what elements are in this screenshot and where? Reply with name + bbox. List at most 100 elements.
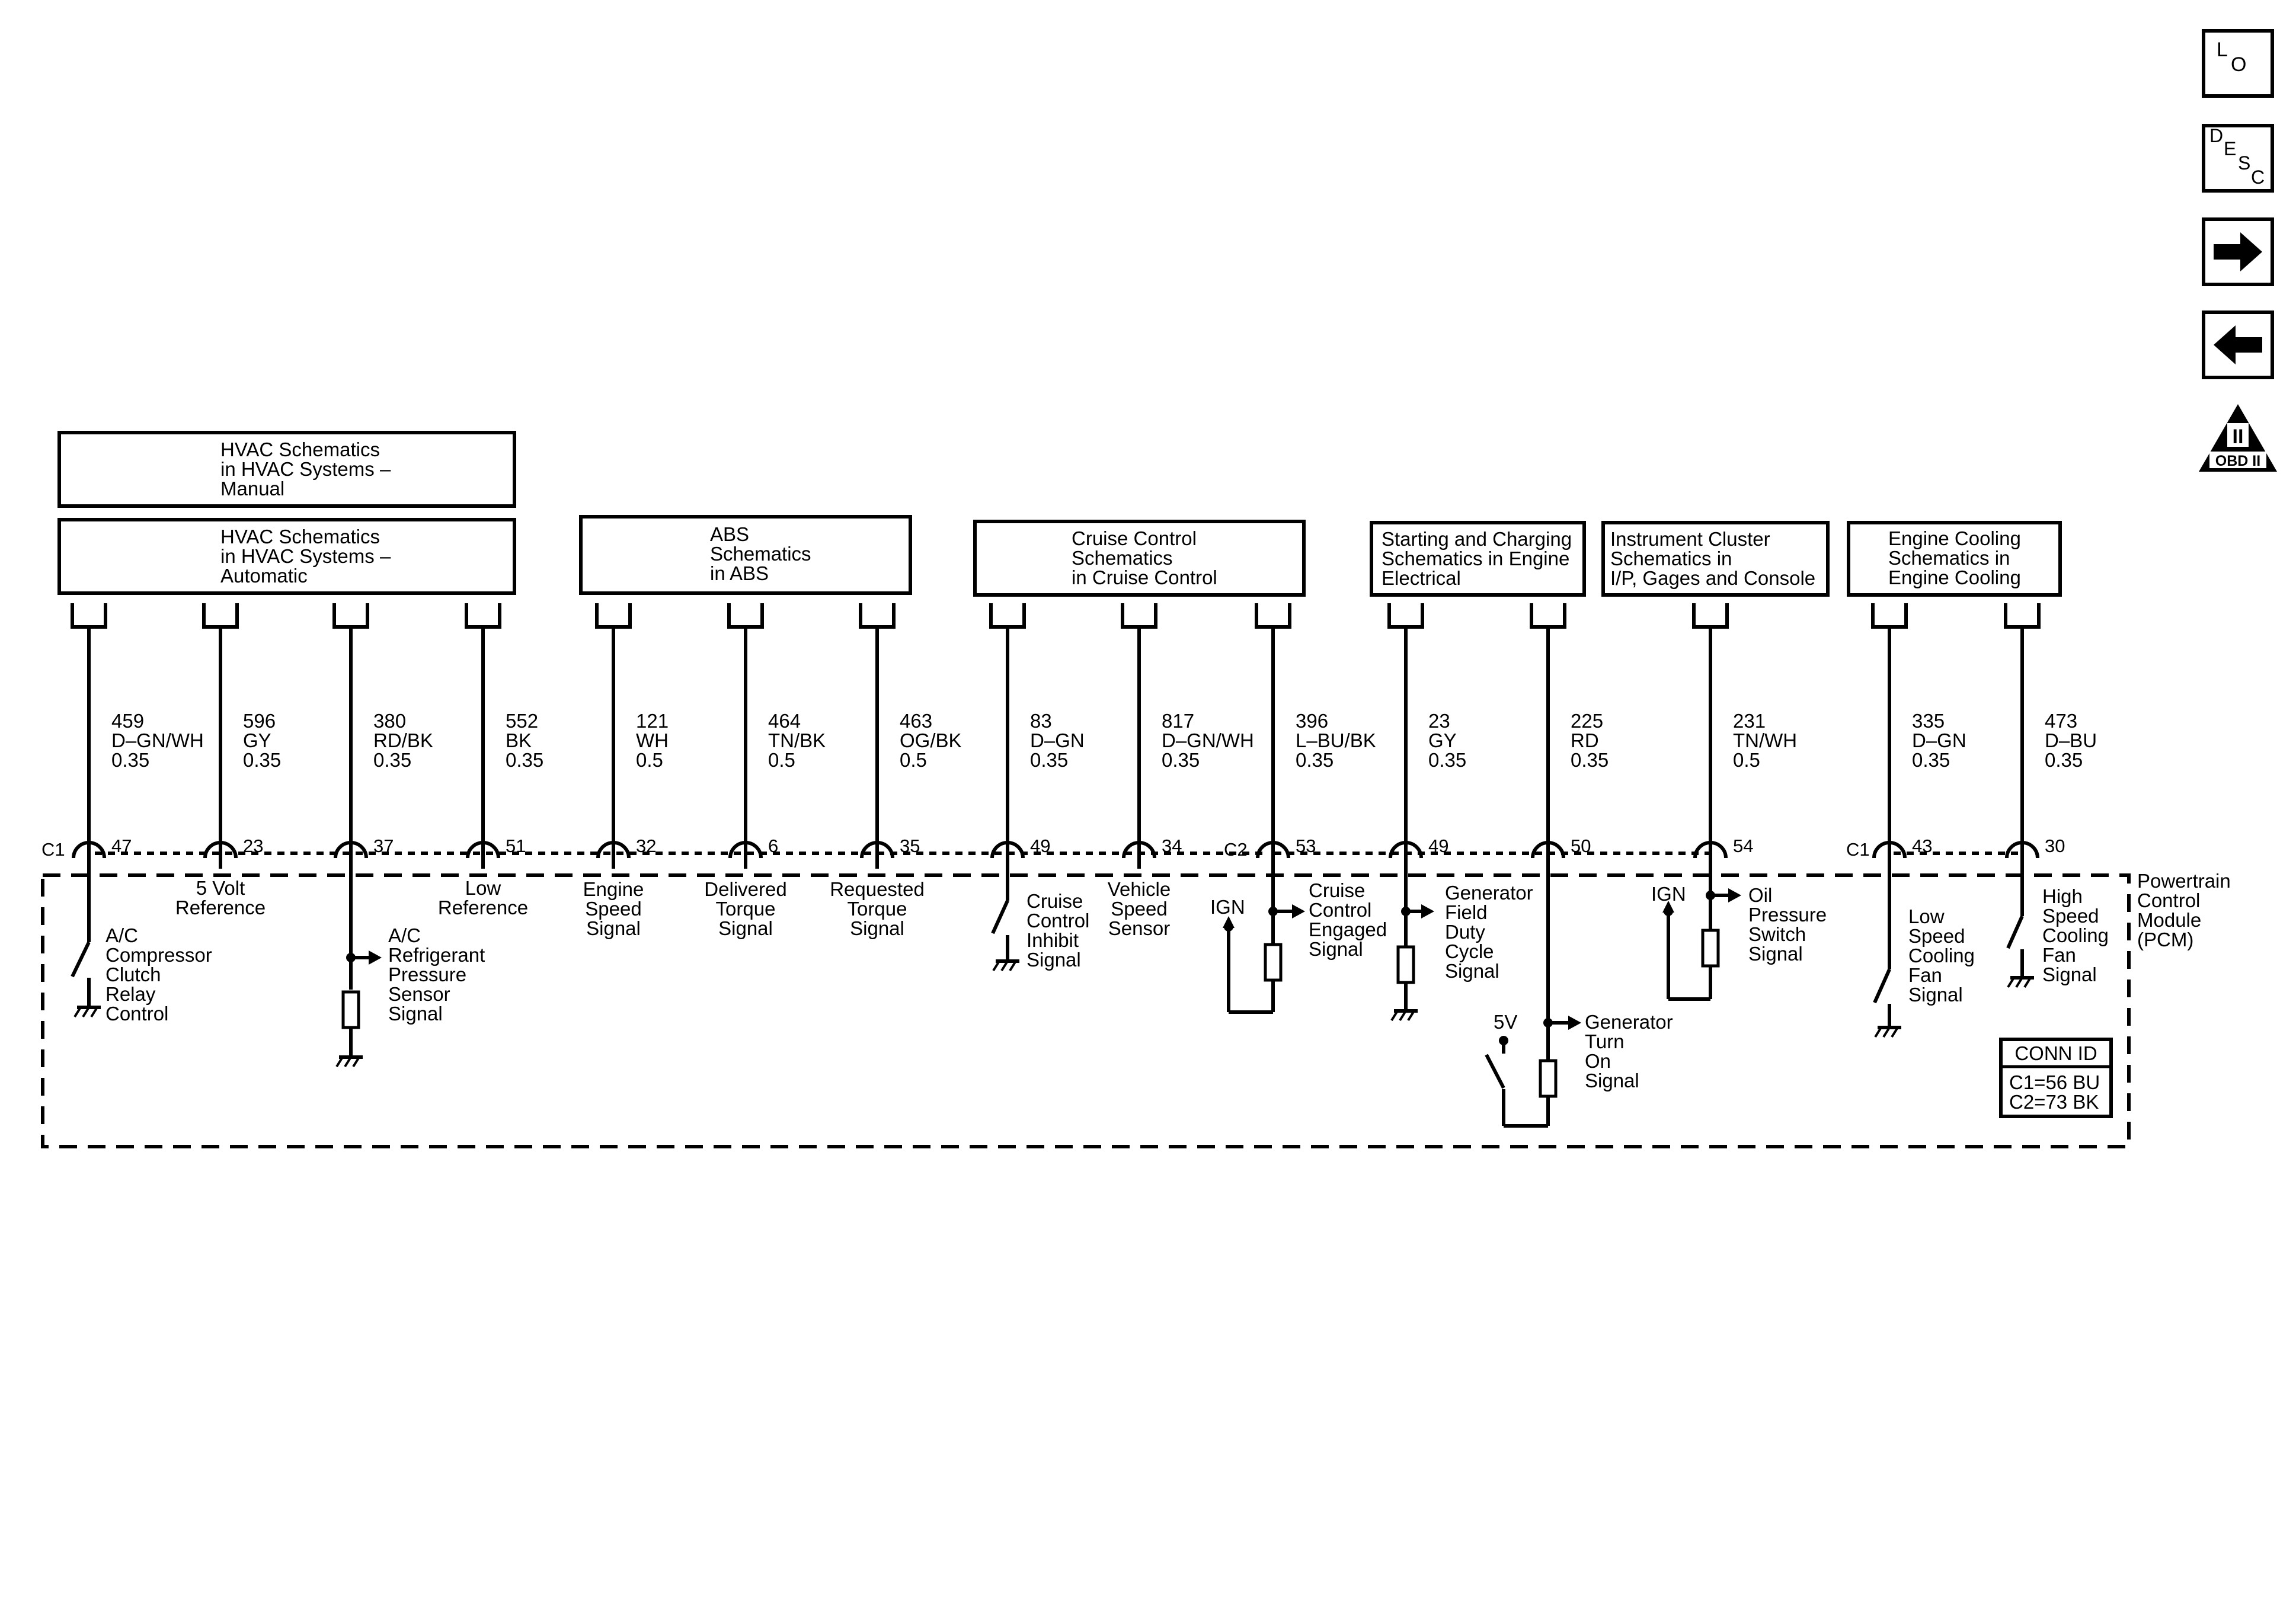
wire-size: 0.35 <box>2045 749 2083 771</box>
wire-size: 0.35 <box>1571 749 1609 771</box>
signal-label: Signal <box>1585 1070 1639 1092</box>
pin-number: 51 <box>506 836 526 856</box>
conn-id-row: C1=56 BU <box>2009 1071 2100 1093</box>
harness-terminal <box>1692 603 1729 629</box>
wire-size: 0.35 <box>111 749 149 771</box>
desc-button[interactable]: D E S C <box>2202 124 2274 193</box>
signal-label: Speed <box>1908 925 1965 947</box>
circuits: 459D–GN/WH0.3547A/CCompressorClutchRelay… <box>71 603 2109 1092</box>
signal-label: Torque <box>848 898 907 920</box>
box-hvac-manual[interactable]: HVAC Schematics in HVAC Systems – Manual <box>57 431 516 508</box>
signal-label: 5 Volt <box>196 877 245 899</box>
desc-char-c: C <box>2251 167 2265 188</box>
box-line: in ABS <box>710 562 769 584</box>
wire-color: TN/BK <box>768 729 826 751</box>
conn-id-table: CONN ID C1=56 BU C2=73 BK <box>1999 1038 2113 1118</box>
pin-number: 54 <box>1733 836 1753 856</box>
wire-color: L–BU/BK <box>1296 729 1376 751</box>
wire-circuit: 83 <box>1030 710 1052 732</box>
wire-size: 0.35 <box>243 749 281 771</box>
harness-terminal <box>202 603 239 629</box>
signal-label: A/C <box>388 924 421 946</box>
lo-button[interactable]: L O <box>2202 29 2274 98</box>
pin-number: 32 <box>636 836 656 856</box>
signal-label: Signal <box>1309 938 1363 960</box>
box-line: Schematics in <box>1888 547 2010 569</box>
box-engine-cooling[interactable]: Engine Cooling Schematics in Engine Cool… <box>1847 521 2062 597</box>
pin-number: 49 <box>1428 836 1448 856</box>
signal-label: Switch <box>1748 923 1806 945</box>
signal-label: Clutch <box>105 964 161 985</box>
back-button[interactable] <box>2202 311 2274 379</box>
box-line: in Cruise Control <box>1072 566 1217 588</box>
signal-label: Cooling <box>2042 924 2109 946</box>
wire-circuit: 225 <box>1571 710 1603 732</box>
pcm-line: Module <box>2137 909 2201 931</box>
box-line: Instrument Cluster <box>1610 528 1770 550</box>
wire-circuit: 23 <box>1428 710 1450 732</box>
pin-number: 53 <box>1296 836 1316 856</box>
signal-label: Generator <box>1585 1011 1673 1033</box>
box-line: Engine Cooling <box>1888 527 2021 549</box>
signal-label: Oil <box>1748 884 1772 906</box>
wire-circuit: 396 <box>1296 710 1328 732</box>
signal-label: On <box>1585 1050 1611 1072</box>
desc-char-d: D <box>2209 125 2223 146</box>
box-hvac-automatic[interactable]: HVAC Schematics in HVAC Systems – Automa… <box>57 518 516 595</box>
wire-size: 0.35 <box>1030 749 1068 771</box>
pcm-line: Control <box>2137 889 2200 911</box>
connector-c1b-label: C1 <box>1846 839 1870 860</box>
signal-label: Control <box>1309 899 1371 921</box>
generator-turn-on-symbol: 5V <box>1485 869 1581 1128</box>
signal-label: Fan <box>2042 944 2076 966</box>
signal-label: Cruise <box>1309 879 1365 901</box>
harness-terminal <box>71 603 107 629</box>
obd-ii-button[interactable]: II OBD II <box>2199 404 2277 472</box>
signal-label: Control <box>1027 910 1089 932</box>
wire-size: 0.5 <box>636 749 663 771</box>
desc-char-s: S <box>2238 152 2250 174</box>
box-instrument-cluster[interactable]: Instrument Cluster Schematics in I/P, Ga… <box>1601 521 1830 597</box>
box-line: Schematics in <box>1610 548 1732 569</box>
wire-size: 0.5 <box>1733 749 1760 771</box>
harness-terminal <box>989 603 1026 629</box>
ign-label-2: IGN <box>1651 883 1686 905</box>
circuit-459[interactable]: 459D–GN/WH0.3547A/CCompressorClutchRelay… <box>71 603 212 1025</box>
wire-color: D–GN/WH <box>111 729 204 751</box>
signal-label: Signal <box>1445 960 1499 982</box>
signal-label: Torque <box>716 898 776 920</box>
oil-pressure-pullup-symbol: IGN <box>1651 869 1741 1001</box>
box-line: ABS <box>710 523 749 545</box>
signal-label: Speed <box>1111 898 1167 920</box>
forward-button[interactable] <box>2202 217 2274 286</box>
harness-terminal <box>1121 603 1157 629</box>
box-cruise-control[interactable]: Cruise Control Schematics in Cruise Cont… <box>973 520 1306 597</box>
signal-label: Speed <box>585 898 641 920</box>
signal-label: Signal <box>388 1003 443 1025</box>
signal-label: Sensor <box>1108 917 1171 939</box>
harness-terminal <box>2004 603 2041 629</box>
signal-label: Delivered <box>704 878 786 900</box>
circuit-396[interactable]: 396L–BU/BK0.3553CruiseControlEngagedSign… <box>1255 603 1387 960</box>
signal-label: Fan <box>1908 964 1942 986</box>
pin-number: 23 <box>243 836 263 856</box>
conn-id-row: C2=73 BK <box>2009 1091 2099 1113</box>
ac-relay-switch-symbol <box>71 869 101 1018</box>
circuit-380[interactable]: 380RD/BK0.3537A/CRefrigerantPressureSens… <box>332 603 485 1025</box>
wire-circuit: 335 <box>1912 710 1945 732</box>
pcm-label: Powertrain Control Module (PCM) <box>2137 870 2231 950</box>
box-abs[interactable]: ABS Schematics in ABS <box>579 515 912 595</box>
box-starting-charging[interactable]: Starting and Charging Schematics in Engi… <box>1370 521 1586 597</box>
